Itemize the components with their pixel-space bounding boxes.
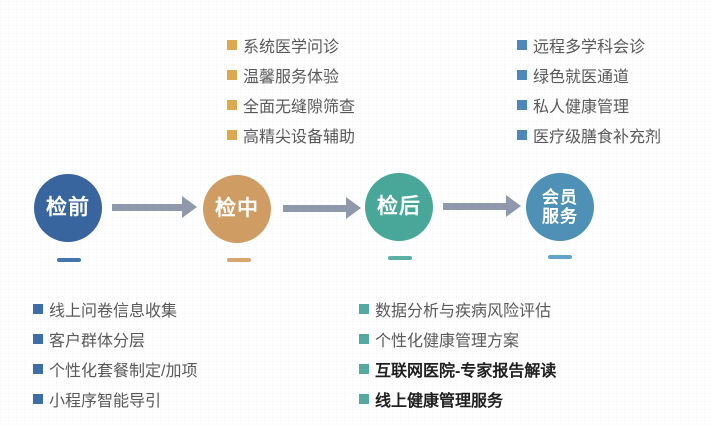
post-exam-feature-list: 数据分析与疾病风险评估 个性化健康管理方案 互联网医院-专家报告解读 线上健康管…	[359, 294, 556, 414]
list-item-label: 线上健康管理服务	[375, 393, 504, 410]
list-item-label: 私人健康管理	[533, 99, 630, 116]
member-service-feature-list: 远程多学科会诊 绿色就医通道 私人健康管理 医疗级膳食补充剂	[517, 30, 661, 150]
list-item: 医疗级膳食补充剂	[517, 120, 661, 150]
bullet-square-icon	[359, 394, 369, 404]
list-item: 绿色就医通道	[517, 60, 661, 90]
list-item-label: 线上问卷信息收集	[49, 303, 178, 320]
list-item-label: 数据分析与疾病风险评估	[375, 303, 552, 320]
bullet-square-icon	[517, 70, 527, 80]
list-item: 全面无缝隙筛查	[227, 90, 355, 120]
stage-circle-member-service: 会员 服务	[526, 173, 594, 241]
bullet-square-icon	[227, 130, 237, 140]
bullet-square-icon	[227, 70, 237, 80]
list-item: 私人健康管理	[517, 90, 661, 120]
stage-label: 服务	[542, 207, 578, 226]
list-item: 远程多学科会诊	[517, 30, 661, 60]
arrow-shaft	[283, 204, 346, 212]
bullet-square-icon	[359, 304, 369, 314]
arrow-shaft	[443, 202, 506, 210]
list-item: 小程序智能导引	[33, 384, 197, 414]
stage-underline	[388, 256, 412, 260]
list-item-label: 高精尖设备辅助	[243, 129, 356, 146]
list-item-label: 个性化套餐制定/加项	[49, 363, 198, 380]
arrow-head-icon	[182, 196, 197, 218]
arrow-head-icon	[346, 197, 361, 219]
stage-label: 检前	[46, 196, 90, 219]
bullet-square-icon	[359, 364, 369, 374]
stage-underline	[548, 255, 572, 259]
stage-circle-pre-exam: 检前	[34, 174, 102, 242]
stage-label: 检中	[215, 197, 259, 220]
bullet-square-icon	[33, 334, 43, 344]
bullet-square-icon	[517, 100, 527, 110]
list-item: 数据分析与疾病风险评估	[359, 294, 556, 324]
flow-arrow-3	[443, 195, 521, 217]
list-item: 客户群体分层	[33, 324, 197, 354]
list-item: 线上健康管理服务	[359, 384, 556, 414]
list-item-label: 温馨服务体验	[243, 69, 340, 86]
list-item-label: 小程序智能导引	[49, 393, 162, 410]
list-item-label: 互联网医院-专家报告解读	[375, 363, 557, 380]
bullet-square-icon	[517, 40, 527, 50]
list-item: 高精尖设备辅助	[227, 120, 355, 150]
flow-arrow-2	[283, 197, 361, 219]
bullet-square-icon	[33, 304, 43, 314]
bullet-square-icon	[359, 334, 369, 344]
stage-underline	[57, 258, 81, 262]
list-item: 温馨服务体验	[227, 60, 355, 90]
list-item-label: 远程多学科会诊	[533, 39, 646, 56]
bullet-square-icon	[33, 364, 43, 374]
stage-label: 检后	[377, 195, 421, 218]
bullet-square-icon	[33, 394, 43, 404]
arrow-head-icon	[506, 195, 521, 217]
pre-exam-feature-list: 线上问卷信息收集 客户群体分层 个性化套餐制定/加项 小程序智能导引	[33, 294, 197, 414]
bullet-square-icon	[227, 100, 237, 110]
stage-underline	[227, 258, 251, 262]
bullet-square-icon	[517, 130, 527, 140]
list-item-label: 客户群体分层	[49, 333, 146, 350]
list-item: 个性化套餐制定/加项	[33, 354, 197, 384]
flow-arrow-1	[112, 196, 197, 218]
list-item: 个性化健康管理方案	[359, 324, 556, 354]
list-item: 互联网医院-专家报告解读	[359, 354, 556, 384]
list-item: 系统医学问诊	[227, 30, 355, 60]
bullet-square-icon	[227, 40, 237, 50]
stage-circle-during-exam: 检中	[203, 175, 271, 243]
stage-circle-post-exam: 检后	[365, 173, 433, 241]
during-exam-feature-list: 系统医学问诊 温馨服务体验 全面无缝隙筛查 高精尖设备辅助	[227, 30, 355, 150]
stage-label: 会员	[542, 188, 578, 207]
list-item-label: 绿色就医通道	[533, 69, 630, 86]
list-item-label: 全面无缝隙筛查	[243, 99, 356, 116]
list-item-label: 医疗级膳食补充剂	[533, 129, 662, 146]
arrow-shaft	[112, 203, 182, 211]
list-item: 线上问卷信息收集	[33, 294, 197, 324]
list-item-label: 个性化健康管理方案	[375, 333, 520, 350]
list-item-label: 系统医学问诊	[243, 39, 340, 56]
